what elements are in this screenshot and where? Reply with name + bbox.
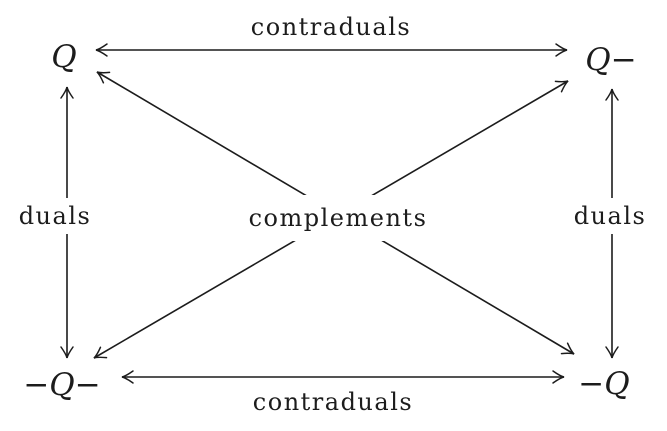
edge-label-complements-center: complements	[236, 195, 440, 241]
node-top-right-q-minus: Q−	[581, 40, 641, 80]
node-top-left-q: Q	[47, 37, 81, 77]
node-bottom-left-minus-q-minus: −Q−	[19, 365, 105, 405]
edge-label-contraduals-bottom: contraduals	[246, 384, 420, 420]
edge-label-contraduals-top: contraduals	[244, 9, 418, 45]
node-bottom-right-minus-q: −Q	[574, 364, 634, 404]
edge-label-duals-left: duals	[12, 198, 98, 234]
edge-label-duals-right: duals	[567, 198, 653, 234]
